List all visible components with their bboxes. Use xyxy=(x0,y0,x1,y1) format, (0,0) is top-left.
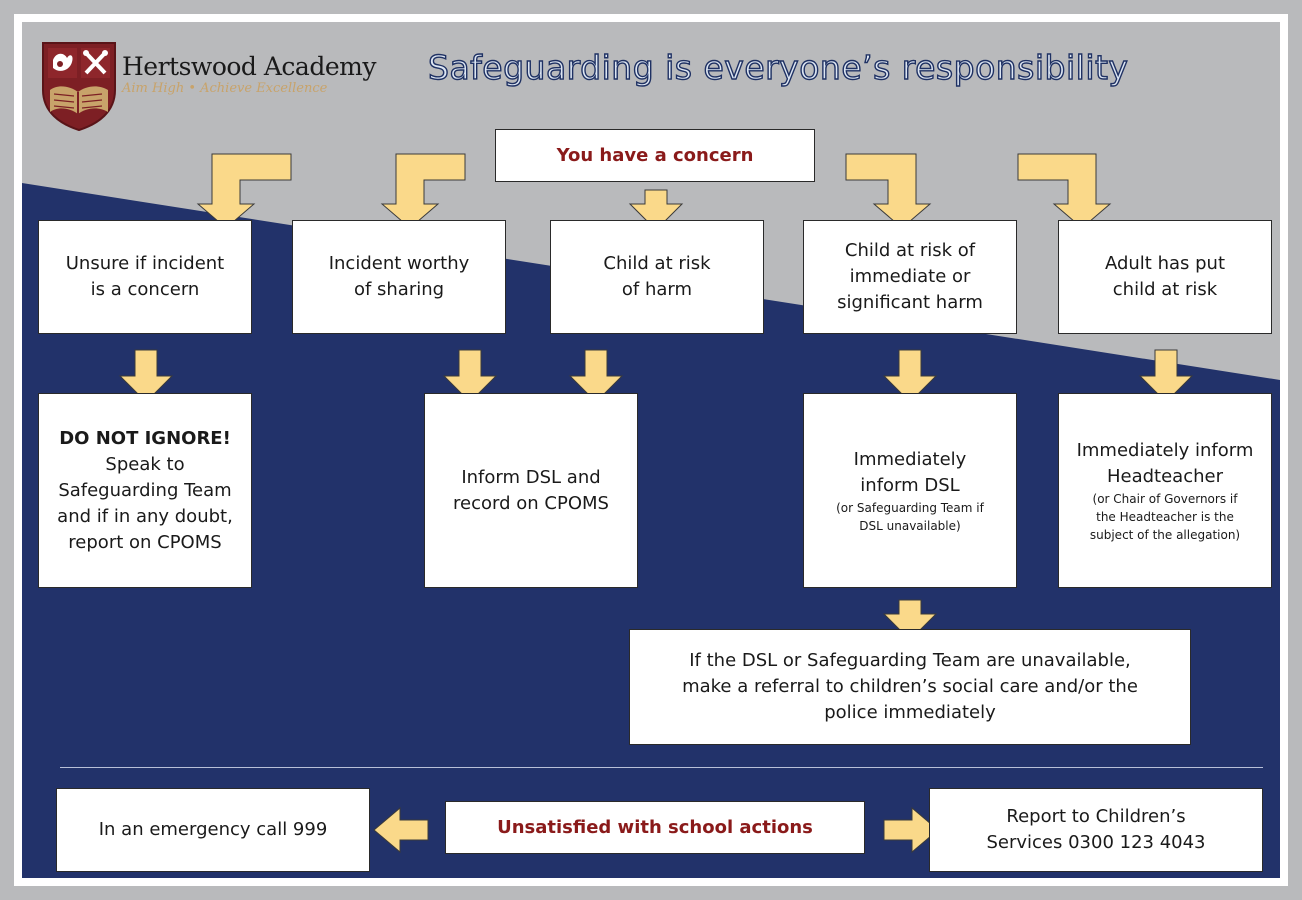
referral-line: If the DSL or Safeguarding Team are unav… xyxy=(689,650,1131,671)
category-immediate: Child at risk of immediate or significan… xyxy=(803,220,1017,334)
category-line: Incident worthy xyxy=(328,253,470,274)
left-arrow-icon xyxy=(373,806,429,854)
action-line: record on CPOMS xyxy=(453,492,609,514)
category-unsure: Unsure if incident is a concern xyxy=(38,220,252,334)
category-worthy: Incident worthy of sharing xyxy=(292,220,506,334)
down-arrow-icon xyxy=(118,349,174,403)
action-inform-dsl: Inform DSL and record on CPOMS xyxy=(424,393,638,588)
action-line: Immediately inform xyxy=(1076,439,1254,461)
start-label: You have a concern xyxy=(556,144,754,166)
category-line: Child at risk of xyxy=(844,240,976,261)
category-line: immediate or xyxy=(849,266,971,287)
school-name: Hertswood Academy xyxy=(122,52,376,81)
category-line: Unsure if incident xyxy=(65,253,225,274)
action-line: and if in any doubt, xyxy=(57,505,233,527)
action-line: Inform DSL and xyxy=(461,466,601,488)
action-line: report on CPOMS xyxy=(68,531,222,553)
action-note: subject of the allegation) xyxy=(1089,527,1241,542)
school-crest-icon xyxy=(42,42,116,132)
footer-divider xyxy=(60,767,1263,768)
category-line: is a concern xyxy=(90,279,200,300)
action-do-not-ignore: DO NOT IGNORE! Speak to Safeguarding Tea… xyxy=(38,393,252,588)
elbow-arrow-icon xyxy=(1017,153,1112,229)
report-line: Report to Children’s xyxy=(1006,806,1186,827)
school-logo-text: Hertswood Academy Aim High • Achieve Exc… xyxy=(122,52,376,96)
report-box: Report to Children’s Services 0300 123 4… xyxy=(929,788,1263,872)
action-note: (or Chair of Governors if xyxy=(1092,491,1238,506)
report-line: Services 0300 123 4043 xyxy=(986,832,1206,853)
action-line: Safeguarding Team xyxy=(58,479,232,501)
elbow-arrow-icon xyxy=(845,153,932,229)
category-line: Child at risk xyxy=(603,253,711,274)
category-adult: Adult has put child at risk xyxy=(1058,220,1272,334)
elbow-arrow-icon xyxy=(196,153,292,229)
down-arrow-icon xyxy=(628,189,684,231)
action-line: Immediately xyxy=(853,448,967,470)
action-note: (or Safeguarding Team if xyxy=(836,500,984,515)
unsatisfied-label: Unsatisfied with school actions xyxy=(497,816,813,838)
down-arrow-icon xyxy=(442,349,498,403)
down-arrow-icon xyxy=(882,599,938,641)
elbow-arrow-icon xyxy=(380,153,466,229)
emergency-label: In an emergency call 999 xyxy=(98,819,328,840)
start-box: You have a concern xyxy=(495,129,815,182)
category-line: child at risk xyxy=(1112,279,1218,300)
emergency-box: In an emergency call 999 xyxy=(56,788,370,872)
down-arrow-icon xyxy=(568,349,624,403)
category-line: significant harm xyxy=(837,292,983,313)
action-line: Speak to xyxy=(105,453,185,475)
action-headteacher: Immediately inform Headteacher (or Chair… xyxy=(1058,393,1272,588)
referral-line: police immediately xyxy=(824,702,996,723)
action-note: DSL unavailable) xyxy=(859,518,961,533)
down-arrow-icon xyxy=(882,349,938,403)
action-line: inform DSL xyxy=(860,474,960,496)
school-motto: Aim High • Achieve Excellence xyxy=(122,81,328,96)
right-arrow-icon xyxy=(883,806,939,854)
category-line: of harm xyxy=(621,279,693,300)
action-note: the Headteacher is the xyxy=(1096,509,1234,524)
category-line: of sharing xyxy=(353,279,445,300)
action-line: Headteacher xyxy=(1106,465,1223,487)
action-heading: DO NOT IGNORE! xyxy=(59,427,231,449)
action-immediate-dsl: Immediately inform DSL (or Safeguarding … xyxy=(803,393,1017,588)
unsatisfied-box: Unsatisfied with school actions xyxy=(445,801,865,854)
referral-line: make a referral to children’s social car… xyxy=(682,676,1138,697)
category-risk: Child at risk of harm xyxy=(550,220,764,334)
category-line: Adult has put xyxy=(1104,253,1226,274)
down-arrow-icon xyxy=(1138,349,1194,403)
referral-box: If the DSL or Safeguarding Team are unav… xyxy=(629,629,1191,745)
page-title: Safeguarding is everyone’s responsibilit… xyxy=(427,47,1129,87)
